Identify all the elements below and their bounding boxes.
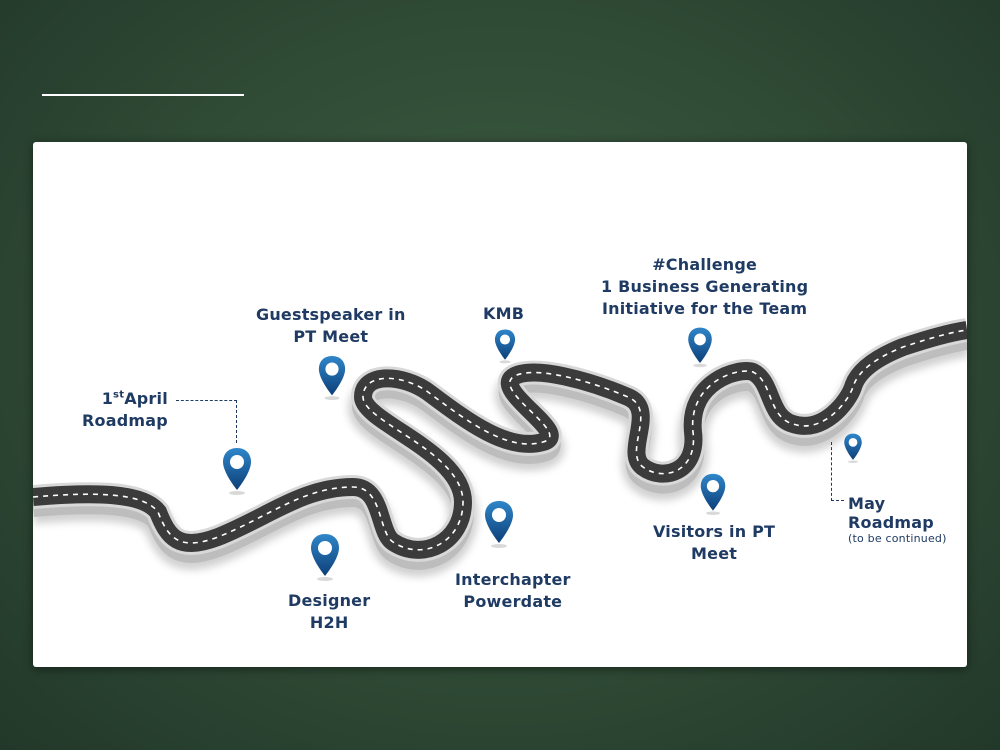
map-pin-icon (844, 433, 862, 463)
challenge-line2: 1 Business Generating (601, 277, 809, 296)
guestspeaker-line2: PT Meet (293, 327, 369, 346)
kmb-text: KMB (483, 304, 525, 323)
designer-line2: H2H (309, 613, 349, 632)
designer-line1: Designer (288, 591, 371, 610)
label-kmb: KMB (483, 303, 524, 325)
challenge-line1: #Challenge (652, 255, 758, 274)
map-pin-icon (318, 355, 346, 400)
interchapter-line2: Powerdate (463, 592, 563, 611)
roadmap-card: 1stApril Roadmap Guestspeaker in PT Meet… (33, 142, 967, 667)
label-guestspeaker: Guestspeaker in PT Meet (256, 304, 406, 348)
april-day: 1 (101, 389, 114, 408)
label-interchapter: Interchapter Powerdate (455, 569, 571, 613)
may-line1: May (848, 494, 886, 513)
april-connector (176, 400, 237, 443)
label-may-roadmap: May Roadmap (to be continued) (848, 494, 947, 546)
challenge-line3: Initiative for the Team (601, 299, 808, 318)
may-line2: Roadmap (848, 513, 934, 532)
label-designer: Designer H2H (288, 590, 370, 634)
map-pin-icon (700, 473, 726, 515)
april-month: April (124, 389, 168, 408)
winding-road (33, 318, 967, 577)
interchapter-line1: Interchapter (455, 570, 571, 589)
map-pin-icon (688, 327, 712, 368)
label-visitors: Visitors in PT Meet (653, 521, 775, 565)
visitors-line1: Visitors in PT (653, 522, 776, 541)
label-april-roadmap: 1stApril Roadmap (82, 388, 168, 432)
visitors-line2: Meet (691, 544, 738, 563)
map-pin-icon (485, 501, 513, 548)
april-ordinal: st (113, 389, 125, 401)
map-pin-icon (311, 534, 339, 581)
road-center-line (33, 329, 967, 551)
guestspeaker-line1: Guestspeaker in (256, 305, 406, 324)
map-pin-icon (494, 329, 516, 364)
may-note: (to be continued) (848, 532, 947, 545)
may-connector (831, 442, 844, 501)
label-challenge: #Challenge 1 Business Generating Initiat… (601, 254, 808, 320)
title-underline (42, 94, 244, 96)
map-pin-icon (223, 448, 251, 495)
april-roadmap-text: Roadmap (82, 411, 168, 430)
